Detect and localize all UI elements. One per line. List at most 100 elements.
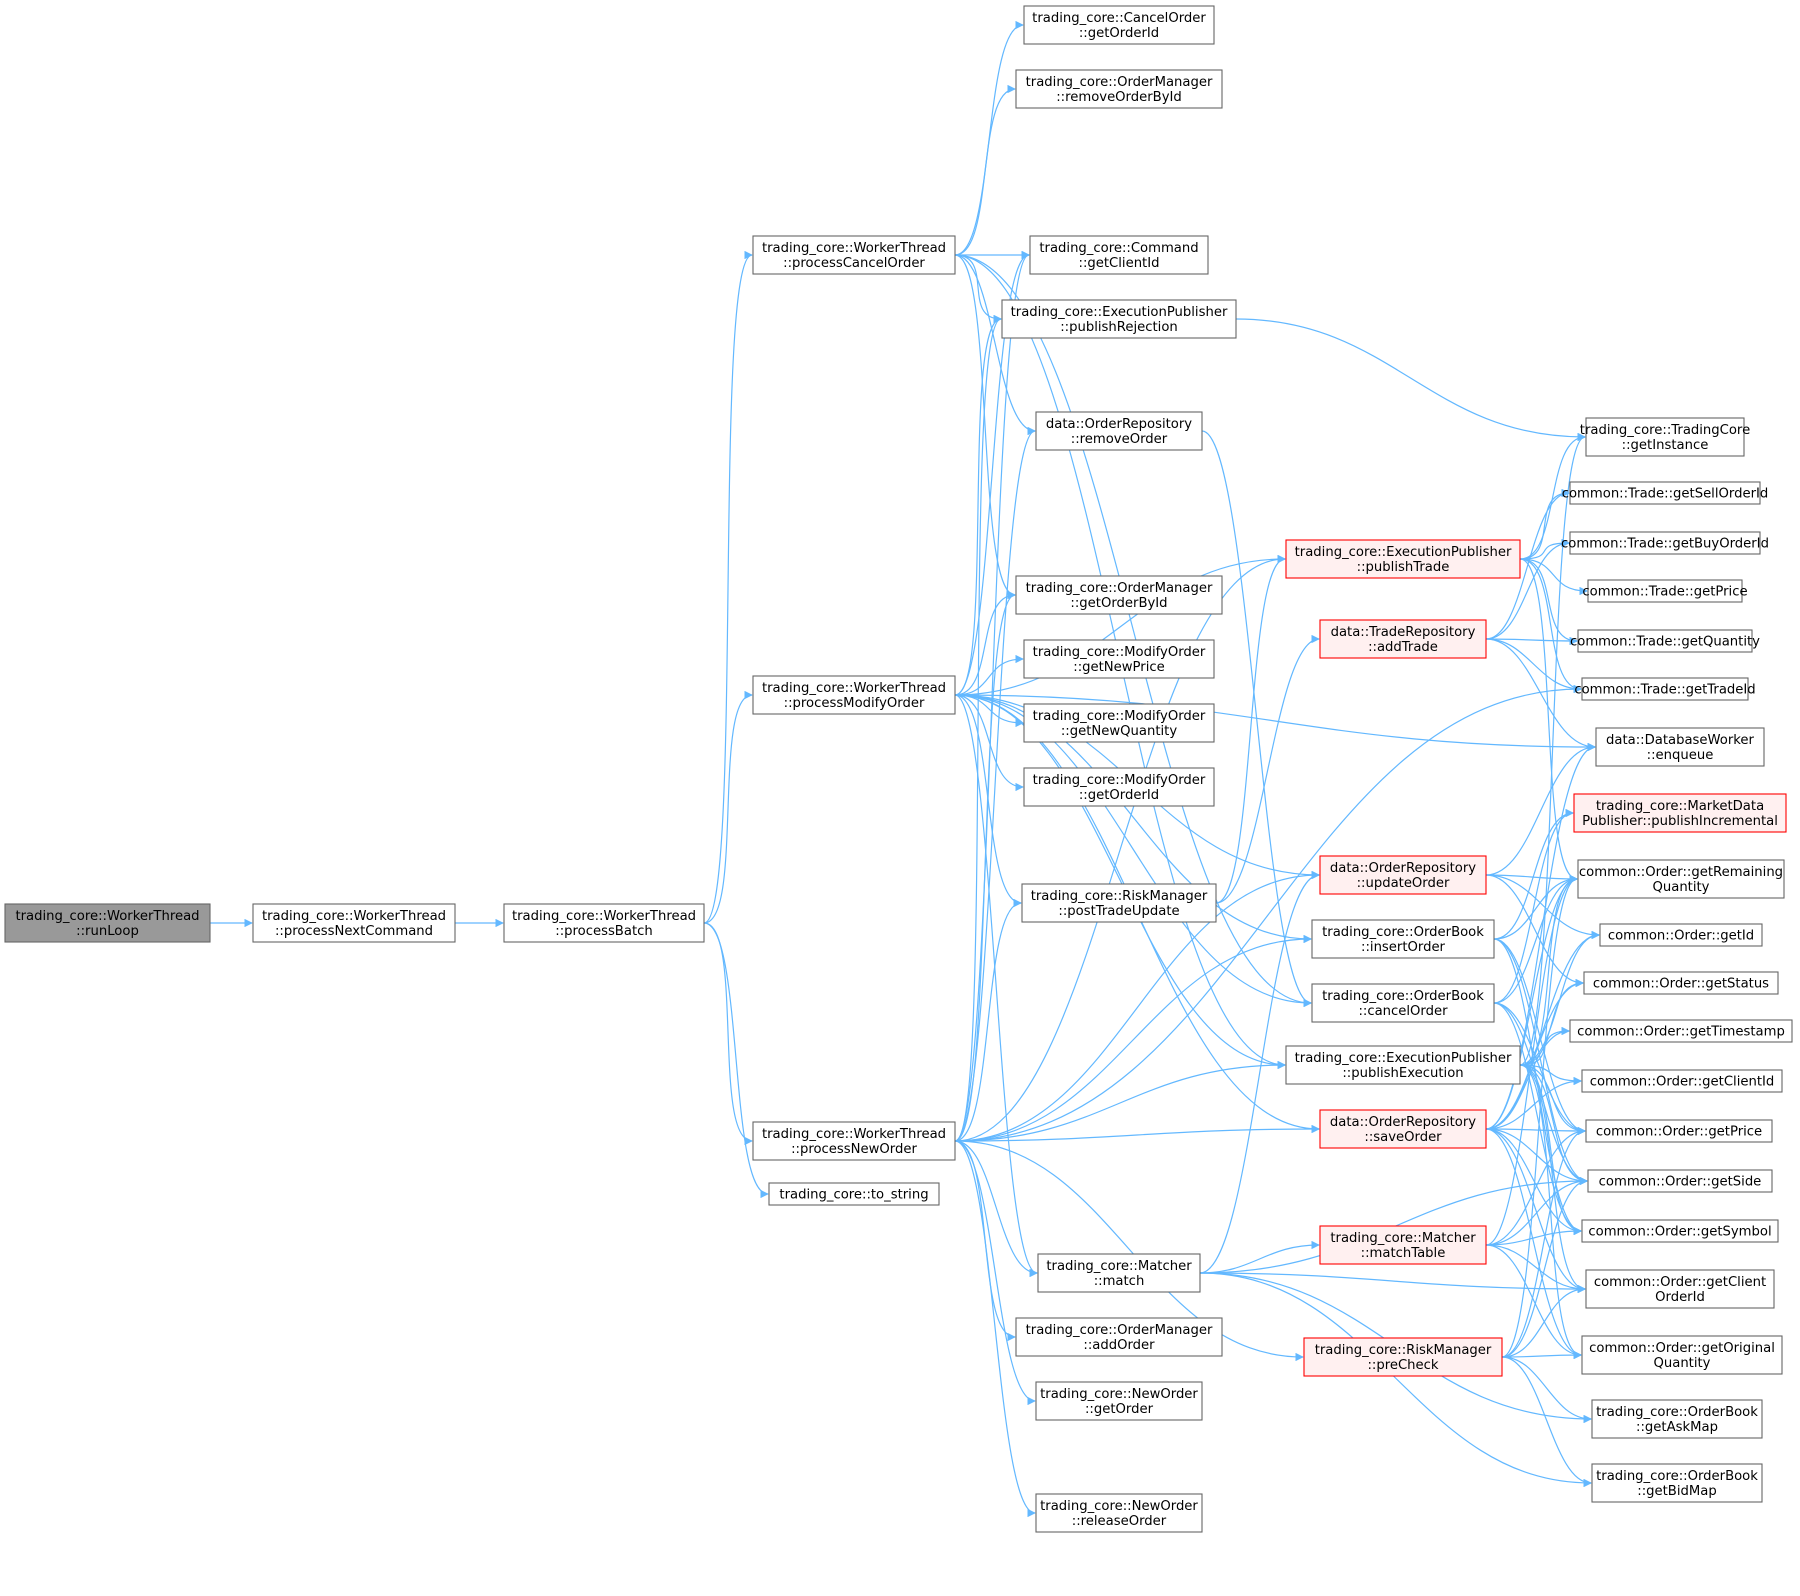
edge-processNewOrder-to-preCheck [954, 1140, 1304, 1362]
node-preCheck[interactable]: trading_core::RiskManager::preCheck [1303, 1337, 1503, 1377]
node-processNewOrder[interactable]: trading_core::WorkerThread::processNewOr… [752, 1121, 956, 1161]
node-getBuyOrderId[interactable]: common::Trade::getBuyOrderId [1561, 531, 1769, 555]
edge-postTradeUpdate-to-addTrade [1215, 634, 1320, 904]
node-postTradeUpdate[interactable]: trading_core::RiskManager::postTradeUpda… [1021, 883, 1217, 923]
node-box [4, 903, 211, 943]
node-label: ::saveOrder [1364, 1130, 1442, 1145]
node-getTradeId[interactable]: common::Trade::getTradeId [1574, 677, 1756, 701]
node-box [1037, 1253, 1201, 1293]
edge-addTrade-to-Trade_getQuantity [1485, 636, 1578, 646]
edge-publishExecution-to-Order_getPrice [1519, 1064, 1586, 1136]
node-processModifyOrder[interactable]: trading_core::WorkerThread::processModif… [752, 675, 956, 715]
node-label: Publisher::publishIncremental [1582, 814, 1778, 829]
node-label: ::addOrder [1083, 1338, 1155, 1353]
node-removeOrderById[interactable]: trading_core::OrderManager::removeOrderB… [1015, 69, 1223, 109]
node-box [1319, 1109, 1487, 1149]
node-getAskMap[interactable]: trading_core::OrderBook::getAskMap [1591, 1399, 1763, 1439]
edge-publishTrade-to-getInstance [1519, 432, 1586, 560]
edge-saveOrder-to-getRemainingQuantity [1485, 874, 1578, 1130]
edge-processModifyOrder-to-insertOrder [954, 694, 1312, 944]
node-Trade_getPrice[interactable]: common::Trade::getPrice [1582, 579, 1748, 603]
edge-cancelOrder-to-publishIncremental [1493, 808, 1574, 1004]
node-label: common::Order::getClientId [1590, 1075, 1775, 1090]
node-label: common::Trade::getTradeId [1574, 683, 1755, 698]
node-box [1577, 629, 1753, 653]
node-saveOrder[interactable]: data::OrderRepository::saveOrder [1319, 1109, 1487, 1149]
edge-processNewOrder-to-publishRejection [954, 314, 1002, 1142]
node-label: trading_core::OrderBook [1322, 925, 1484, 940]
node-label: trading_core::WorkerThread [762, 241, 946, 256]
node-getClientId[interactable]: trading_core::Command::getClientId [1029, 235, 1209, 275]
node-releaseOrder[interactable]: trading_core::NewOrder::releaseOrder [1035, 1493, 1203, 1533]
node-removeOrder[interactable]: data::OrderRepository::removeOrder [1035, 411, 1203, 451]
node-getSellOrderId[interactable]: common::Trade::getSellOrderId [1562, 481, 1769, 505]
node-processBatch[interactable]: trading_core::WorkerThread::processBatch [503, 903, 705, 943]
node-getInstance[interactable]: trading_core::TradingCore::getInstance [1580, 417, 1750, 457]
node-match[interactable]: trading_core::Matcher::match [1037, 1253, 1201, 1293]
node-publishExecution[interactable]: trading_core::ExecutionPublisher::publis… [1285, 1045, 1521, 1085]
node-publishTrade[interactable]: trading_core::ExecutionPublisher::publis… [1285, 539, 1521, 579]
node-addTrade[interactable]: data::TradeRepository::addTrade [1319, 619, 1487, 659]
node-updateOrder[interactable]: data::OrderRepository::updateOrder [1319, 855, 1487, 895]
node-getBidMap[interactable]: trading_core::OrderBook::getBidMap [1591, 1463, 1763, 1503]
node-label: ::postTradeUpdate [1058, 904, 1179, 919]
node-label: trading_core::OrderBook [1596, 1405, 1758, 1420]
node-ModifyOrder_getOrderId[interactable]: trading_core::ModifyOrder::getOrderId [1023, 767, 1215, 807]
node-label: trading_core::CancelOrder [1032, 11, 1206, 26]
node-label: common::Order::getSymbol [1588, 1225, 1771, 1240]
node-getSymbol[interactable]: common::Order::getSymbol [1581, 1219, 1779, 1243]
node-processNextCommand[interactable]: trading_core::WorkerThread::processNextC… [252, 903, 456, 943]
node-publishIncremental[interactable]: trading_core::MarketDataPublisher::publi… [1573, 793, 1787, 833]
node-runLoop[interactable]: trading_core::WorkerThread::runLoop [4, 903, 211, 943]
node-getNewQuantity[interactable]: trading_core::ModifyOrder::getNewQuantit… [1023, 703, 1215, 743]
node-label: common::Trade::getBuyOrderId [1561, 537, 1769, 552]
node-Order_getClientId[interactable]: common::Order::getClientId [1581, 1069, 1783, 1093]
node-label: ::releaseOrder [1072, 1514, 1167, 1529]
node-enqueue[interactable]: data::DatabaseWorker::enqueue [1595, 727, 1765, 767]
node-publishRejection[interactable]: trading_core::ExecutionPublisher::publis… [1001, 299, 1237, 339]
edge-addTrade-to-enqueue [1485, 638, 1596, 752]
node-getOrderById[interactable]: trading_core::OrderManager::getOrderById [1015, 575, 1223, 615]
node-box [1581, 1335, 1783, 1375]
node-label: trading_core::ModifyOrder [1033, 645, 1206, 660]
edge-processNewOrder-to-NewOrder_getOrder [954, 1140, 1036, 1406]
edge-match-to-getClientOrderId [1199, 1272, 1586, 1294]
node-getNewPrice[interactable]: trading_core::ModifyOrder::getNewPrice [1023, 639, 1215, 679]
edge-processCancelOrder-to-removeOrderById [954, 84, 1016, 256]
node-getSide[interactable]: common::Order::getSide [1587, 1169, 1773, 1193]
node-CancelOrder_getOrderId[interactable]: trading_core::CancelOrder::getOrderId [1023, 5, 1215, 45]
node-Trade_getQuantity[interactable]: common::Trade::getQuantity [1570, 629, 1760, 653]
node-matchTable[interactable]: trading_core::Matcher::matchTable [1319, 1225, 1487, 1265]
node-label: ::cancelOrder [1358, 1004, 1448, 1019]
node-label: trading_core::WorkerThread [262, 909, 446, 924]
edge-publishTrade-to-getTradeId [1519, 558, 1582, 694]
node-processCancelOrder[interactable]: trading_core::WorkerThread::processCance… [752, 235, 956, 275]
node-getStatus[interactable]: common::Order::getStatus [1583, 971, 1779, 995]
node-label: ::publishRejection [1060, 320, 1178, 335]
node-label: ::preCheck [1367, 1358, 1438, 1373]
node-label: ::match [1094, 1274, 1145, 1289]
node-Order_getPrice[interactable]: common::Order::getPrice [1585, 1119, 1773, 1143]
node-box [1035, 1493, 1203, 1533]
node-box [752, 675, 956, 715]
node-NewOrder_getOrder[interactable]: trading_core::NewOrder::getOrder [1035, 1381, 1203, 1421]
node-getTimestamp[interactable]: common::Order::getTimestamp [1569, 1019, 1793, 1043]
node-box [503, 903, 705, 943]
edge-addTrade-to-getBuyOrderId [1485, 538, 1570, 640]
node-label: ::getOrderId [1079, 26, 1159, 41]
node-box [252, 903, 456, 943]
node-insertOrder[interactable]: trading_core::OrderBook::insertOrder [1311, 919, 1495, 959]
node-getId[interactable]: common::Order::getId [1599, 923, 1763, 947]
node-label: ::processCancelOrder [783, 256, 925, 271]
node-label: trading_core::ExecutionPublisher [1011, 305, 1228, 320]
node-label: trading_core::OrderManager [1026, 75, 1213, 90]
node-to_string[interactable]: trading_core::to_string [768, 1182, 940, 1206]
node-box [1587, 579, 1743, 603]
node-cancelOrder[interactable]: trading_core::OrderBook::cancelOrder [1311, 983, 1495, 1023]
edge-publishExecution-to-getSymbol [1519, 1064, 1582, 1236]
node-addOrder[interactable]: trading_core::OrderManager::addOrder [1015, 1317, 1223, 1357]
edge-processModifyOrder-to-getOrderById [954, 590, 1016, 696]
